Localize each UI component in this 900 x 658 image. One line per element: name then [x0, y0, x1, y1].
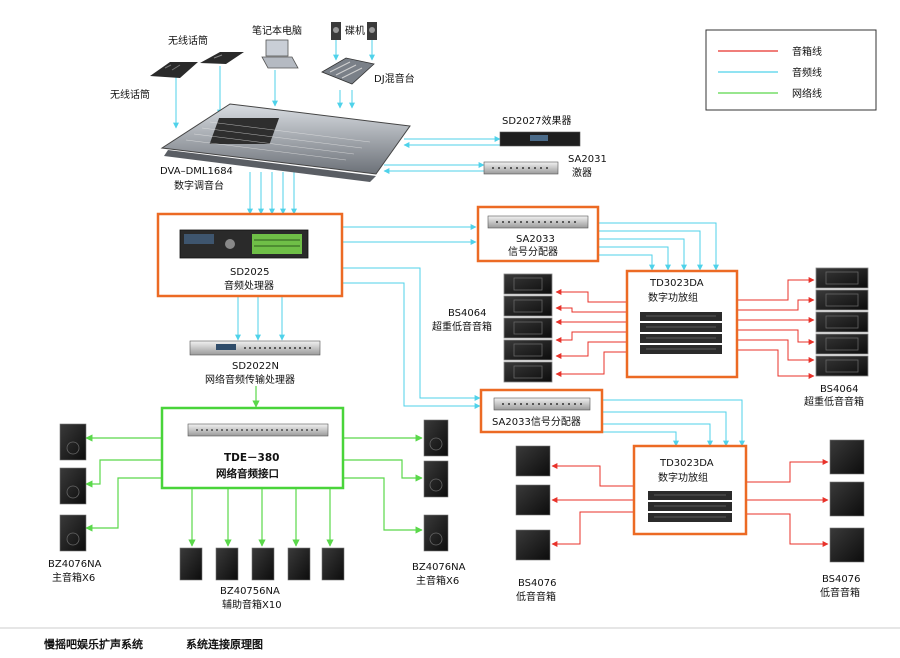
sd2025-processor [179, 229, 309, 259]
bs4076-right-name: 低音音箱 [820, 586, 860, 599]
sa2033-bottom-box [479, 388, 604, 434]
tde380-name: 网络音频接口 [216, 467, 279, 480]
td3023-bottom-amps [648, 491, 732, 522]
legend-box [705, 29, 877, 111]
wireless-mic-label-1: 无线话筒 [110, 88, 150, 101]
bs4064-left-stack [503, 273, 553, 383]
bz4076-right-speakers [423, 419, 449, 552]
sa2031-model: SA2031 [568, 154, 607, 165]
turntable-icon [331, 22, 377, 40]
sd2025-name: 音频处理器 [224, 279, 274, 292]
sa2033-top-name: 信号分配器 [508, 246, 558, 258]
tde380-unit [187, 423, 329, 437]
bz40756-name: 辅助音箱X10 [222, 598, 282, 611]
console-model: DVA–DML1684 [160, 166, 233, 177]
sd2022n-model: SD2022N [232, 361, 279, 372]
bs4076-right-speakers [829, 439, 865, 563]
footer-venue: 慢摇吧娱乐扩声系统 [44, 637, 143, 651]
td3023-top-model: TD3023DA [649, 278, 704, 289]
network-lines [85, 386, 423, 547]
sa2033-top-model: SA2033 [516, 234, 555, 245]
tde380-model: TDE－380 [224, 452, 279, 464]
td3023-top-name: 数字功放组 [648, 291, 698, 304]
console-name: 数字调音台 [174, 179, 224, 192]
sd2027-effects-unit [499, 131, 581, 147]
bz40756-aux-speakers [179, 547, 345, 581]
wireless-mic-receiver-1 [150, 62, 198, 78]
bs4076-left-model: BS4076 [518, 578, 556, 589]
audio-lines [173, 40, 745, 447]
dj-mixer-label: DJ混音台 [374, 72, 415, 85]
sa2033-top-unit [487, 215, 589, 229]
sa2031-name: 激器 [572, 166, 592, 179]
laptop-label: 笔记本电脑 [252, 24, 302, 37]
td3023-bottom-name: 数字功放组 [658, 471, 708, 484]
wireless-mic-receiver-2 [200, 52, 244, 64]
footer-title: 系统连接原理图 [186, 637, 263, 651]
digital-console-icon [160, 103, 411, 182]
sa2031-exciter [483, 161, 559, 175]
bz4076-right-name: 主音箱X6 [416, 574, 459, 587]
td3023-top-amps [640, 312, 722, 354]
bz4076-left-speakers [59, 423, 87, 552]
speaker-lines [551, 277, 829, 547]
bs4076-left-speakers [515, 445, 551, 561]
sd2022n-unit [189, 340, 321, 356]
legend-network-label: 网络线 [792, 87, 822, 100]
wireless-mic-label-2: 无线话筒 [168, 34, 208, 47]
td3023-bottom-model: TD3023DA [659, 458, 714, 469]
sa2033-bottom-unit [493, 397, 591, 411]
legend-speaker-label: 音箱线 [792, 45, 822, 58]
sd2022n-name: 网络音频传输处理器 [205, 373, 295, 386]
bs4064-left-model: BS4064 [448, 308, 486, 319]
laptop-icon [261, 39, 299, 69]
bs4076-left-name: 低音音箱 [516, 590, 556, 603]
bs4064-right-name: 超重低音音箱 [804, 395, 864, 408]
turntable-label: 碟机 [345, 24, 365, 37]
tde380-box [160, 406, 345, 490]
sd2027-label: SD2027效果器 [502, 114, 572, 127]
bz4076-right-model: BZ4076NA [412, 562, 466, 573]
legend-audio-label: 音频线 [792, 66, 822, 79]
legend: 音箱线 音频线 网络线 [705, 29, 877, 111]
bz4076-left-name: 主音箱X6 [52, 571, 95, 584]
sd2025-model: SD2025 [230, 267, 270, 278]
sa2033-bottom-label: SA2033信号分配器 [492, 416, 581, 428]
bs4064-left-name: 超重低音音箱 [432, 320, 492, 333]
dj-mixer-icon [321, 57, 375, 85]
bs4064-right-stack [815, 267, 869, 377]
bz4076-left-model: BZ4076NA [48, 559, 102, 570]
bz40756-model: BZ40756NA [220, 586, 280, 597]
bs4064-right-model: BS4064 [820, 384, 858, 395]
bs4076-right-model: BS4076 [822, 574, 860, 585]
